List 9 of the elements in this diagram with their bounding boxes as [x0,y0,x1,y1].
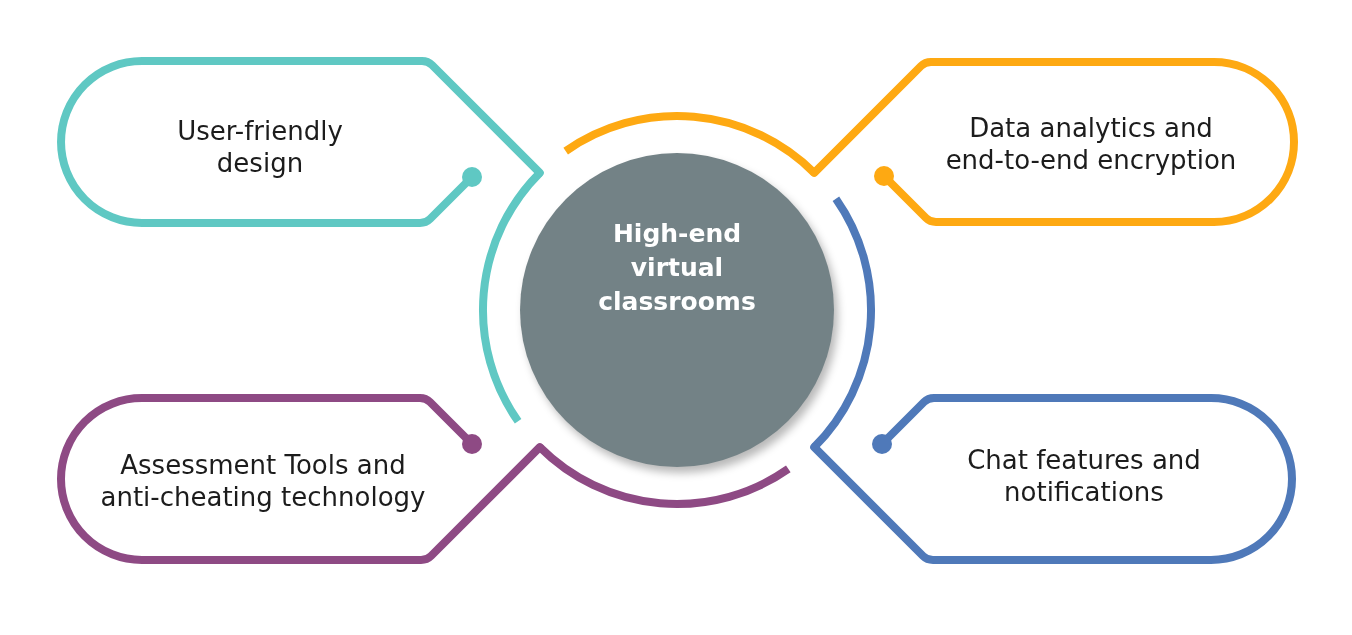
tag-shape [809,393,1298,565]
hub-label: High-end virtual classrooms [597,218,757,318]
node-label: User-friendly design [176,115,344,179]
node-label: Assessment Tools and anti-cheating technology [100,449,426,513]
tag-shape [56,56,546,228]
node-label: Chat features and notifications [966,444,1202,508]
tag-shape [56,393,546,565]
tag-shape [809,57,1299,227]
node-label: Data analytics and end-to-end encryption [945,112,1237,176]
